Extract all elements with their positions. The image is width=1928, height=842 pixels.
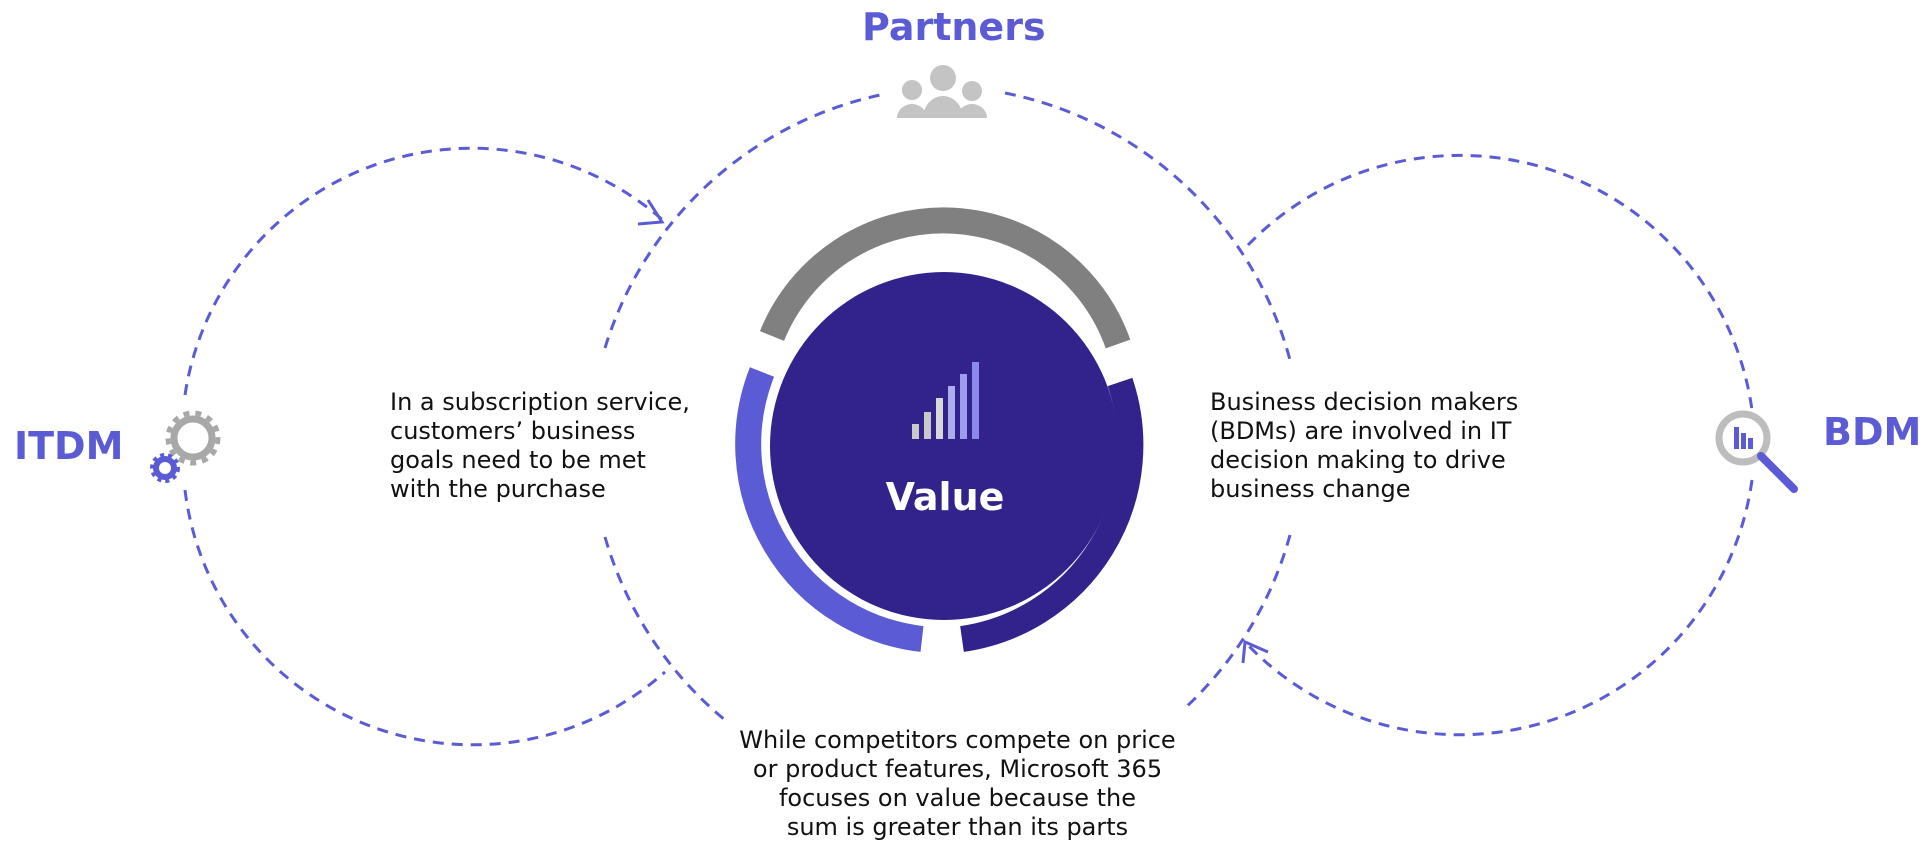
left-description-line: In a subscription service,: [390, 388, 690, 416]
signal-bars-icon: [912, 362, 979, 439]
right-description: Business decision makers (BDMs) are invo…: [1210, 388, 1550, 504]
partners-dashed-circle-lower-right: [1183, 534, 1292, 710]
bdm-dashed-circle: [1246, 153, 1754, 411]
arrow-head-left: [637, 199, 665, 226]
bottom-description-line: or product features, Microsoft 365: [752, 755, 1163, 783]
left-description-line: goals need to be met: [390, 446, 646, 474]
bottom-description-line: focuses on value because the: [778, 784, 1137, 812]
bottom-description-line: sum is greater than its parts: [786, 813, 1129, 841]
itdm-dashed-circle-lower: [183, 489, 666, 747]
bottom-description-line: While competitors compete on price: [739, 726, 1176, 754]
value-ring-top: [759, 207, 1131, 349]
itdm-label: ITDM: [14, 424, 124, 468]
arrow-head-right: [1241, 639, 1269, 664]
right-description-line: Business decision makers: [1210, 388, 1519, 416]
magnifier-chart-icon: [1715, 410, 1798, 493]
people-group-icon: [897, 65, 987, 118]
right-description-line: (BDMs) are involved in IT: [1210, 417, 1512, 445]
partners-dashed-circle-upper-right: [1004, 91, 1292, 361]
value-ring-left: [735, 367, 924, 652]
value-ring-right: [960, 377, 1144, 652]
gears-icon: [150, 410, 221, 483]
right-description-line: decision making to drive: [1210, 446, 1506, 474]
bottom-description: While competitors compete on price or pr…: [700, 726, 1215, 842]
value-label: Value: [885, 475, 1005, 519]
value-circle: [770, 272, 1118, 620]
left-description-line: with the purchase: [390, 475, 606, 503]
itdm-dashed-circle: [183, 146, 666, 396]
partners-dashed-circle-lower-left: [603, 536, 726, 722]
right-description-line: business change: [1210, 475, 1411, 503]
left-description-line: customers’ business: [390, 417, 636, 445]
partners-label: Partners: [862, 5, 1046, 49]
left-description: In a subscription service, customers’ bu…: [390, 388, 730, 504]
partners-dashed-circle-upper-left: [603, 93, 881, 349]
bdm-dashed-circle-lower: [1243, 479, 1754, 737]
bdm-label: BDM: [1823, 410, 1922, 454]
